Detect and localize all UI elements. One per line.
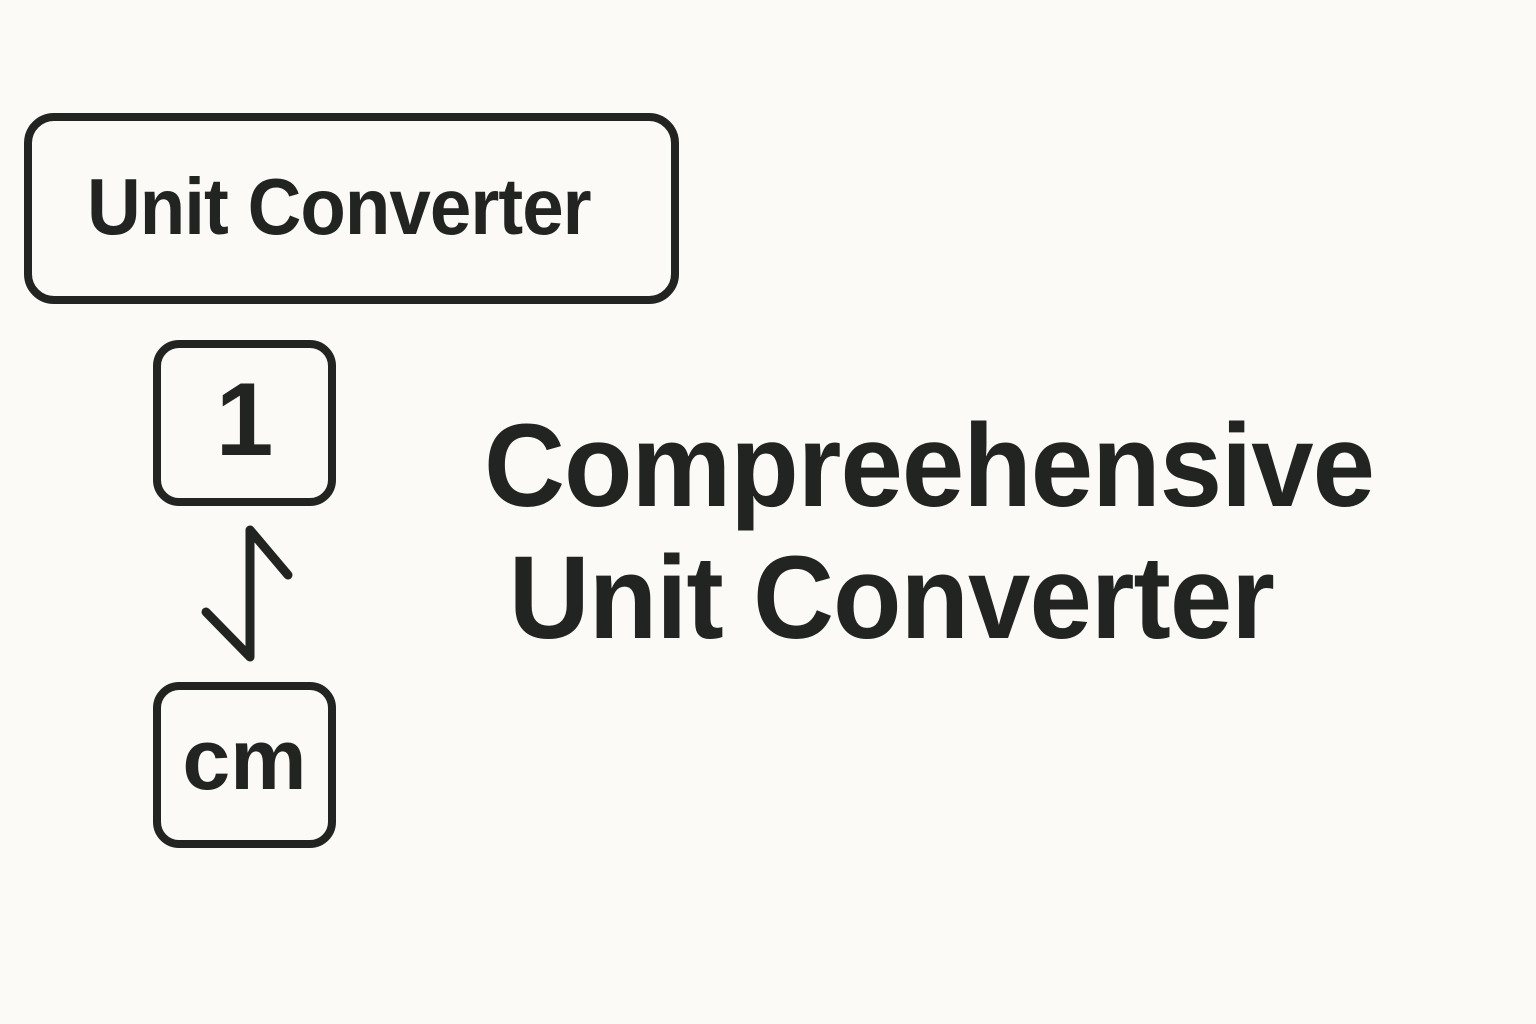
input-value: 1 bbox=[215, 361, 274, 478]
page-headline: Compreehensive Unit Converter bbox=[484, 400, 1375, 664]
app-title-box: Unit Converter bbox=[24, 113, 679, 304]
app-title: Unit Converter bbox=[86, 161, 592, 251]
input-value-field[interactable]: 1 bbox=[153, 340, 336, 506]
swap-arrows-icon[interactable] bbox=[190, 515, 310, 675]
headline-line-1: Compreehensive bbox=[484, 400, 1375, 532]
unit-label: cm bbox=[182, 711, 307, 808]
headline-line-2: Unit Converter bbox=[508, 532, 1275, 664]
unit-selector[interactable]: cm bbox=[153, 682, 336, 848]
